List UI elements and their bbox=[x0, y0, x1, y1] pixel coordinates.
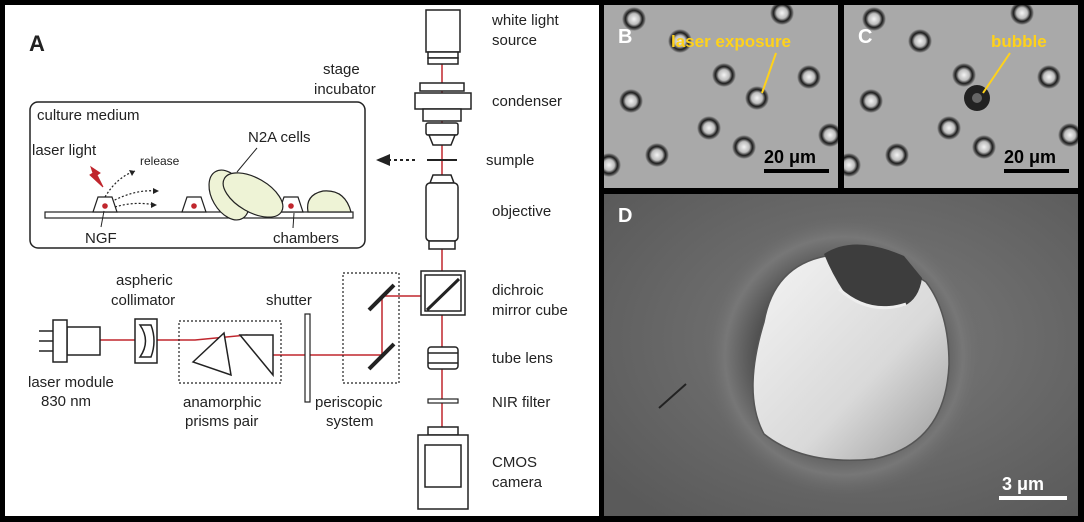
panel-c-micrograph: C bubble 20 μm bbox=[844, 5, 1078, 188]
laser-module bbox=[39, 319, 101, 363]
white-light-label-line1: white light bbox=[491, 12, 560, 29]
anamorphic-label-line1: anamorphic bbox=[183, 394, 262, 411]
cmos-label-line1: CMOS bbox=[492, 454, 537, 471]
release-arrowhead-low bbox=[151, 202, 157, 208]
objective-lens bbox=[425, 174, 459, 250]
panel-d-sem-image: D 3 μm bbox=[604, 194, 1078, 516]
periscopic-label-line2: system bbox=[326, 413, 374, 430]
microchambers bbox=[92, 196, 304, 213]
chambers-label: chambers bbox=[273, 230, 339, 247]
tube-lens-label: tube lens bbox=[492, 350, 553, 367]
lid-edge bbox=[837, 287, 907, 310]
chambers-leader bbox=[292, 212, 295, 229]
laser-light-icon bbox=[89, 165, 104, 188]
scale-bar-d bbox=[999, 496, 1067, 500]
panel-d-svg: D 3 μm bbox=[604, 194, 1078, 516]
release-arrowhead-mid bbox=[153, 188, 159, 194]
panel-a-setup-diagram: white light source condenser stage incub… bbox=[5, 5, 599, 516]
shutter-label: shutter bbox=[266, 292, 312, 309]
white-light-label-line2: source bbox=[492, 32, 537, 49]
beads-c bbox=[844, 5, 1078, 177]
n2a-cells-label: N2A cells bbox=[248, 129, 311, 146]
bubble-core bbox=[972, 93, 982, 103]
panel-b-letter: B bbox=[618, 26, 632, 48]
laser-module-label-line2: 830 nm bbox=[41, 393, 91, 410]
culture-medium-label: culture medium bbox=[37, 107, 140, 124]
release-label: release bbox=[140, 154, 180, 168]
tube-lens bbox=[427, 346, 459, 370]
beads-b bbox=[604, 5, 838, 177]
white-light-source bbox=[425, 9, 461, 65]
cmos-camera bbox=[417, 426, 469, 510]
setup-diagram-svg: white light source condenser stage incub… bbox=[28, 9, 568, 510]
scale-label-d: 3 μm bbox=[1002, 474, 1044, 494]
laser-light-label: laser light bbox=[32, 142, 97, 159]
condenser bbox=[414, 82, 472, 146]
periscope-mirrors bbox=[367, 283, 396, 371]
laser-module-label-line1: laser module bbox=[28, 374, 114, 391]
anamorphic-prisms bbox=[191, 331, 274, 378]
panel-d-letter: D bbox=[618, 205, 632, 227]
release-arrowhead-up bbox=[129, 170, 135, 176]
periscope-box bbox=[342, 272, 400, 384]
scale-bar-b bbox=[764, 169, 829, 173]
n2a-cells bbox=[208, 169, 352, 221]
sumple-label: sumple bbox=[486, 152, 534, 169]
inset-arrowhead bbox=[376, 154, 390, 166]
n2a-cells-leader bbox=[236, 147, 258, 173]
prism-pair-box bbox=[178, 320, 282, 384]
periscopic-label-line1: periscopic bbox=[315, 394, 383, 411]
bubble-pointer bbox=[982, 52, 1011, 94]
stage-incubator-label-line1: stage bbox=[323, 61, 360, 78]
dichroic-mirror-cube bbox=[420, 270, 466, 316]
scale-bar-c bbox=[1004, 169, 1069, 173]
laser-exposure-pointer bbox=[761, 52, 777, 94]
dichroic-label-line1: dichroic bbox=[492, 282, 544, 299]
stage-incubator-label-line2: incubator bbox=[314, 81, 376, 98]
condenser-label: condenser bbox=[492, 93, 562, 110]
cmos-label-line2: camera bbox=[492, 474, 543, 491]
panel-a-letter: A bbox=[29, 31, 45, 56]
aspheric-label-line1: aspheric bbox=[116, 272, 173, 289]
opened-lid-hole bbox=[824, 244, 922, 309]
panel-b-svg: B laser exposure 20 μm bbox=[604, 5, 838, 177]
scale-label-c: 20 μm bbox=[1004, 147, 1056, 167]
nir-filter-label: NIR filter bbox=[492, 394, 550, 411]
scale-label-b: 20 μm bbox=[764, 147, 816, 167]
panel-c-svg: C bubble 20 μm bbox=[844, 5, 1078, 177]
laser-exposure-label: laser exposure bbox=[671, 32, 791, 51]
anamorphic-label-line2: prisms pair bbox=[185, 413, 258, 430]
bubble-label: bubble bbox=[991, 32, 1047, 51]
dichroic-label-line2: mirror cube bbox=[492, 302, 568, 319]
nir-filter bbox=[427, 398, 459, 404]
panel-b-micrograph: B laser exposure 20 μm bbox=[604, 5, 838, 188]
ngf-dots bbox=[102, 203, 294, 209]
panel-c-letter: C bbox=[858, 26, 872, 48]
shutter bbox=[304, 313, 311, 403]
ngf-leader bbox=[100, 210, 105, 228]
aspheric-label-line2: collimator bbox=[111, 292, 175, 309]
ngf-label: NGF bbox=[85, 230, 117, 247]
surface-crack bbox=[658, 383, 687, 409]
aspheric-collimator bbox=[134, 318, 158, 364]
substrate bbox=[44, 211, 354, 219]
objective-label: objective bbox=[492, 203, 551, 220]
